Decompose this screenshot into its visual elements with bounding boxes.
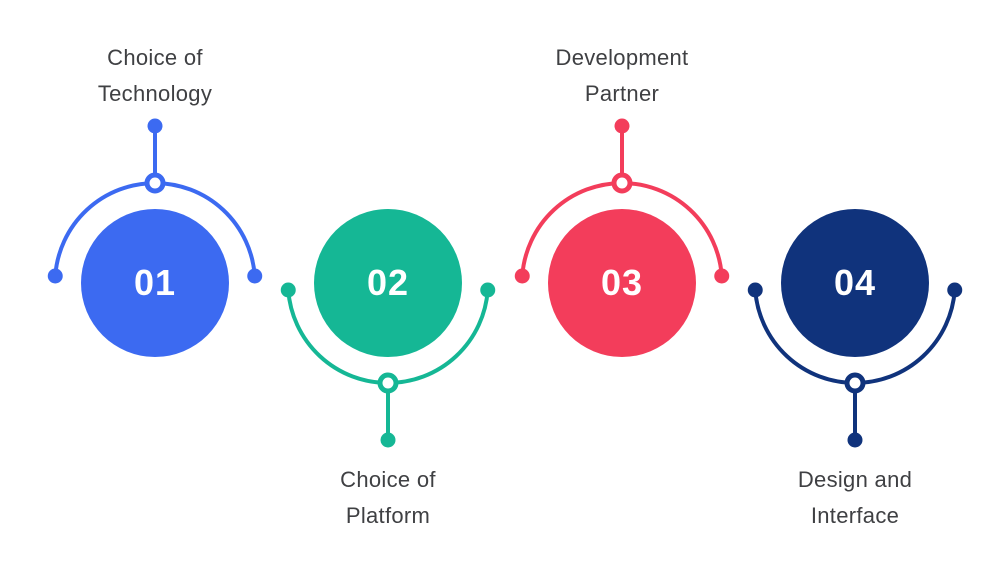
step-graphic — [280, 209, 496, 448]
arc-end-dot-left — [280, 282, 296, 298]
step-label-line: Choice of — [340, 467, 436, 492]
step-circle — [548, 209, 696, 357]
step-number: 03 — [600, 262, 644, 303]
step-label-line: Technology — [97, 81, 213, 106]
step-label-line: Development — [555, 45, 689, 70]
step-label-line: Choice of — [107, 45, 203, 70]
step-graphic — [747, 209, 963, 448]
arc-end-dot-right — [714, 268, 730, 284]
step-label-line: Platform — [345, 503, 431, 528]
arc-end-dot-left — [514, 268, 530, 284]
step-circle — [781, 209, 929, 357]
arc-end-dot-right — [480, 282, 496, 298]
step-label: Choice of Platform — [278, 462, 498, 534]
connector-end-dot — [847, 432, 863, 448]
connector-end-dot — [614, 118, 630, 134]
step-label: Development Partner — [512, 40, 732, 112]
step-circle — [81, 209, 229, 357]
step-circle — [314, 209, 462, 357]
step-item-4: 04 Design and Interface — [745, 0, 965, 565]
step-item-3: Development Partner 03 — [512, 0, 732, 565]
step-item-1: Choice of Technology 01 — [45, 0, 265, 565]
step-graphic — [47, 118, 263, 357]
step-label-line: Interface — [810, 503, 900, 528]
connector-end-dot — [147, 118, 163, 134]
connector-ring — [377, 372, 399, 394]
step-number: 01 — [133, 262, 177, 303]
step-number: 04 — [833, 262, 877, 303]
connector-end-dot — [380, 432, 396, 448]
arc-end-dot-right — [947, 282, 963, 298]
step-label-line: Design and — [797, 467, 913, 492]
step-label: Choice of Technology — [45, 40, 265, 112]
connector-ring — [844, 372, 866, 394]
step-graphic — [514, 118, 730, 357]
step-number: 02 — [366, 262, 410, 303]
arc-end-dot-left — [47, 268, 63, 284]
connector-ring — [611, 172, 633, 194]
step-item-2: 02 Choice of Platform — [278, 0, 498, 565]
step-label: Design and Interface — [745, 462, 965, 534]
arc-end-dot-left — [747, 282, 763, 298]
step-label-line: Partner — [584, 81, 660, 106]
connector-ring — [144, 172, 166, 194]
arc-end-dot-right — [247, 268, 263, 284]
